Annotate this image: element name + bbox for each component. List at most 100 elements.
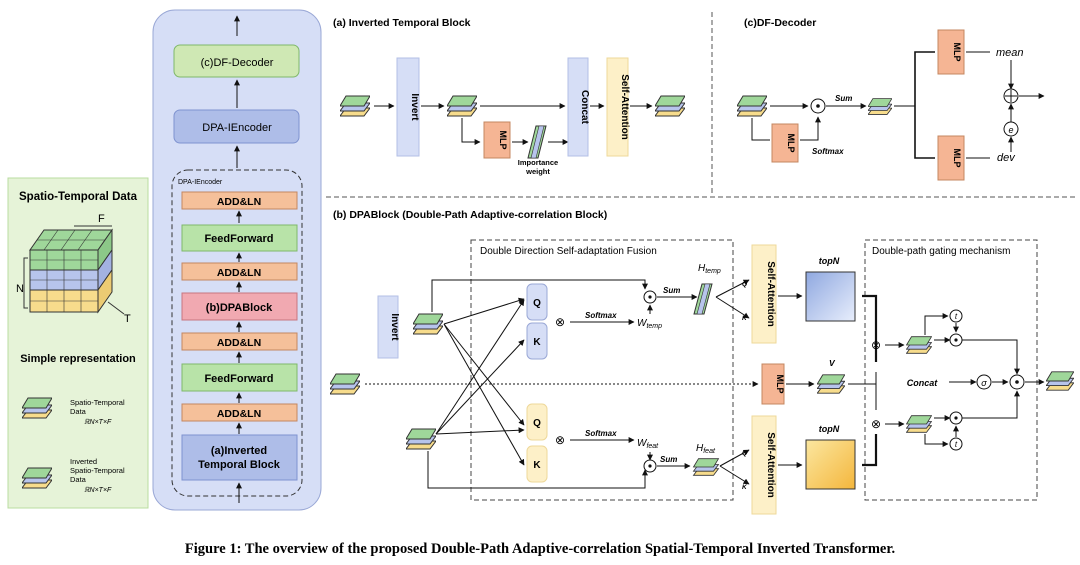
addln-label-4: ADD&LN <box>217 408 261 420</box>
svg-text:Q: Q <box>742 281 747 288</box>
k-block-bottom <box>526 445 548 483</box>
sum-label-top: Sum <box>663 286 680 295</box>
sigma-icon <box>976 374 992 390</box>
k-label-top: K <box>533 337 541 348</box>
addln-label-3: ADD&LN <box>217 337 261 349</box>
h-feat-label: Hfeat <box>696 443 716 455</box>
output-data-icon-b <box>1046 371 1074 391</box>
spatio-temporal-icon <box>22 397 52 419</box>
legend-panel: Spatio-Temporal Data F N T Simple repres… <box>7 177 149 509</box>
fusion-title: Double Direction Self-adaptation Fusion <box>480 246 657 257</box>
dim-n-brace <box>23 257 28 309</box>
invert-block <box>396 57 420 157</box>
feedforward-block-2 <box>181 363 298 392</box>
softmax-label-bottom: Softmax <box>585 429 617 438</box>
model-stack: (c)DF-Decoder DPA-IEncoder DPA-IEncoder … <box>152 9 322 511</box>
item2-line2: Spatio-Temporal <box>70 466 125 475</box>
svg-text:K: K <box>742 484 748 491</box>
svg-text:t: t <box>955 312 958 321</box>
sum-label-c: Sum <box>835 94 852 103</box>
item1-math: ℝN×T×F <box>84 418 112 426</box>
dpablock-block <box>181 292 298 321</box>
topn-label-bottom: topN <box>819 424 840 434</box>
dpablock-label: (b)DPABlock <box>206 302 273 314</box>
mlp-label-b: MLP <box>775 375 785 394</box>
mlp-mean-label: MLP <box>952 43 962 62</box>
topn-matrix-top <box>805 271 856 322</box>
w-temp-label: Wtemp <box>637 318 662 330</box>
svg-text:e: e <box>1008 125 1013 135</box>
k-block-top <box>526 322 548 360</box>
softmax-label-c: Softmax <box>812 147 844 156</box>
matmul-icon-gate-top: ⊗ <box>871 338 881 352</box>
item1-line1: Spatio-Temporal <box>70 398 125 407</box>
gating-box <box>864 239 1038 501</box>
topn-label-top: topN <box>819 256 840 266</box>
encoder-detail-label: DPA-IEncoder <box>178 179 223 186</box>
itb-label-2: Temporal Block <box>198 459 281 471</box>
encoder-detail <box>171 169 303 497</box>
feedforward-label-1: FeedForward <box>204 233 273 245</box>
svg-text:t: t <box>955 440 958 449</box>
figure-caption: Figure 1: The overview of the proposed D… <box>185 541 895 557</box>
mlp-dev-label: MLP <box>952 149 962 168</box>
input-data-icon-c <box>737 95 767 117</box>
v-label: V <box>829 358 836 368</box>
panel-b: (b) DPABlock (Double-Path Adaptive-corre… <box>330 209 1074 515</box>
output-data-icon-a <box>655 95 685 117</box>
encoder-block <box>173 109 300 144</box>
dim-t-label: T <box>124 313 131 325</box>
dev-label: dev <box>997 152 1016 164</box>
input-data-icon <box>340 95 370 117</box>
addln-label-2: ADD&LN <box>217 267 261 279</box>
panel-c-title: (c)DF-Decoder <box>744 17 816 29</box>
self-attention-label-bottom: Self-Attention <box>765 432 776 498</box>
self-attention-label-top: Self-Attention <box>765 261 776 327</box>
importance-weight-icon <box>527 125 547 159</box>
w-feat-label: Wfeat <box>637 438 659 450</box>
concat-label-a: Concat <box>579 90 590 125</box>
self-attention-label-a: Self-Attention <box>619 74 630 140</box>
matmul-icon-bottom: ⊗ <box>555 433 565 447</box>
mlp-block-c <box>771 123 799 163</box>
invert-label-b: Invert <box>389 313 400 341</box>
addln-block-3 <box>181 332 298 351</box>
mlp-dev-block <box>937 135 965 181</box>
importance-label-1: Importance <box>518 158 558 167</box>
mlp-label-a: MLP <box>498 131 508 150</box>
feedforward-block-1 <box>181 224 298 252</box>
q-block-bottom <box>526 403 548 441</box>
q-block-top <box>526 283 548 321</box>
data-cube-icon <box>29 228 113 314</box>
q-label-bottom: Q <box>533 418 541 429</box>
importance-label-2: weight <box>525 167 550 176</box>
q-label-top: Q <box>533 298 541 309</box>
sum-label-bottom: Sum <box>660 455 677 464</box>
tanh-icon-top <box>949 309 963 323</box>
mlp-label-c: MLP <box>786 134 796 153</box>
concat-block-a <box>567 57 589 157</box>
raw-data-icon-b <box>406 428 436 450</box>
self-attention-block-a <box>606 57 629 157</box>
matmul-icon-gate-bottom: ⊗ <box>871 417 881 431</box>
encoder-label: DPA-IEncoder <box>202 122 272 134</box>
mlp-block-a <box>483 121 511 159</box>
panel-b-title: (b) DPABlock (Double-Path Adaptive-corre… <box>333 209 607 221</box>
item2-math: ℝN×T×F <box>84 486 112 494</box>
addln-block-4 <box>181 403 298 422</box>
addln-block-1 <box>181 191 298 210</box>
panel-a: (a) Inverted Temporal Block Invert MLP I… <box>333 17 685 176</box>
h-temp-label: Htemp <box>698 263 721 275</box>
value-data-icon <box>817 374 845 394</box>
item1-line2: Data <box>70 407 87 416</box>
gate-data-icon-bottom <box>906 415 932 433</box>
panel-a-title: (a) Inverted Temporal Block <box>333 17 471 29</box>
svg-text:Q: Q <box>742 450 747 457</box>
h-temp-icon <box>693 283 713 315</box>
fusion-box <box>470 239 734 501</box>
k-label-bottom: K <box>533 460 541 471</box>
decoder-block <box>173 44 300 78</box>
addln-block-2 <box>181 262 298 281</box>
